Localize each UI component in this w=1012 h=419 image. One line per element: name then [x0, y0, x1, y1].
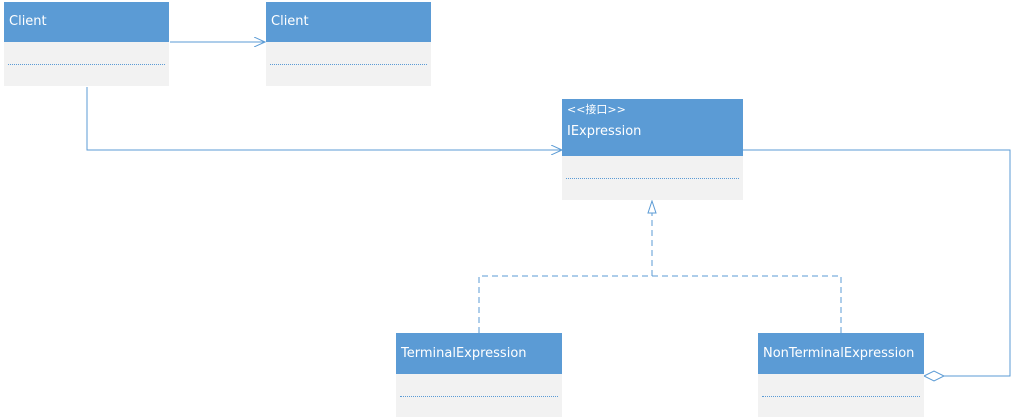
class-header: NonTerminalExpression — [758, 333, 924, 374]
class-client-b[interactable]: Client — [266, 2, 431, 86]
realization-line-terminal — [478, 275, 652, 333]
class-header: <<接口>> IExpression — [562, 99, 743, 156]
class-client-a[interactable]: Client — [4, 2, 169, 86]
class-divider — [400, 396, 558, 397]
class-name: TerminalExpression — [401, 346, 527, 361]
class-divider — [270, 64, 427, 65]
class-header: Client — [4, 2, 169, 42]
class-terminal-expression[interactable]: TerminalExpression — [396, 333, 562, 417]
class-divider — [566, 178, 739, 179]
realization-triangle — [647, 199, 657, 214]
class-name: Client — [271, 14, 309, 29]
class-header: Client — [266, 2, 431, 42]
class-iexpression[interactable]: <<接口>> IExpression — [562, 99, 743, 200]
class-stereotype: <<接口>> — [567, 103, 626, 116]
class-name: IExpression — [567, 124, 642, 139]
class-divider — [762, 396, 920, 397]
class-name: Client — [9, 14, 47, 29]
realization-line-nonterminal — [652, 275, 842, 333]
aggregation-line — [743, 149, 1011, 377]
class-divider — [8, 64, 165, 65]
class-name: NonTerminalExpression — [763, 346, 915, 361]
aggregation-diamond — [922, 370, 946, 382]
association-client-to-iexpression — [86, 87, 562, 150]
class-nonterminal-expression[interactable]: NonTerminalExpression — [758, 333, 924, 417]
class-header: TerminalExpression — [396, 333, 562, 374]
